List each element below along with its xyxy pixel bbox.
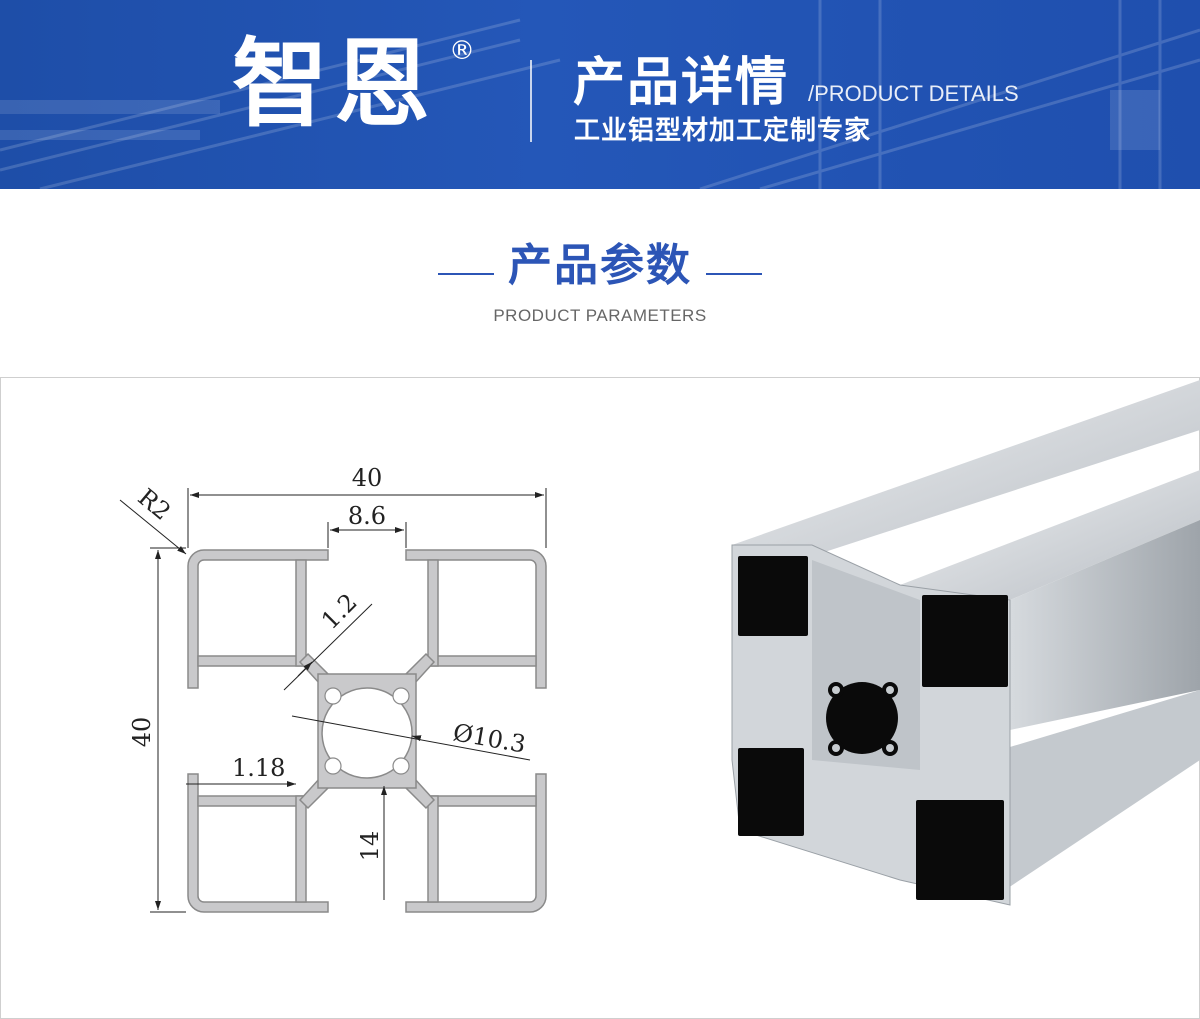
- dim-web-label: 1.18: [232, 754, 285, 782]
- dim-slot-label: 8.6: [348, 502, 386, 530]
- banner-title: 产品详情: [573, 53, 790, 113]
- banner-title-english: /PRODUCT DETAILS: [808, 81, 1019, 106]
- section-title: 产品参数: [508, 240, 692, 291]
- brand-logo-text: 智恩: [232, 28, 436, 140]
- header-banner: 智恩 ® 产品详情 /PRODUCT DETAILS 工业铝型材加工定制专家: [0, 0, 1200, 189]
- dim-height-label: 40: [128, 717, 156, 748]
- dim-depth-label: 14: [356, 831, 384, 862]
- profile-cavities: [738, 556, 1008, 900]
- dim-radius-label: R2: [133, 483, 177, 526]
- banner-divider: [530, 60, 532, 142]
- profile-technical-drawing: 40 8.6 R2 1.2 Ø10.3 40 1.18 14: [119, 464, 547, 913]
- profile-cross-section: [187, 549, 547, 913]
- banner-background-texture: [0, 0, 1200, 189]
- dim-bore-label: Ø10.3: [451, 718, 528, 758]
- registered-mark: ®: [449, 36, 475, 66]
- aluminum-profile-image: [731, 380, 1200, 906]
- section-subtitle: PRODUCT PARAMETERS: [493, 306, 707, 325]
- dimension-lines: [119, 488, 547, 913]
- banner-slogan: 工业铝型材加工定制专家: [574, 116, 872, 146]
- dim-width-label: 40: [352, 464, 383, 492]
- dim-wall-label: 1.2: [316, 588, 363, 635]
- section-heading-line-left: [438, 273, 494, 275]
- section-heading-line-right: [706, 273, 762, 275]
